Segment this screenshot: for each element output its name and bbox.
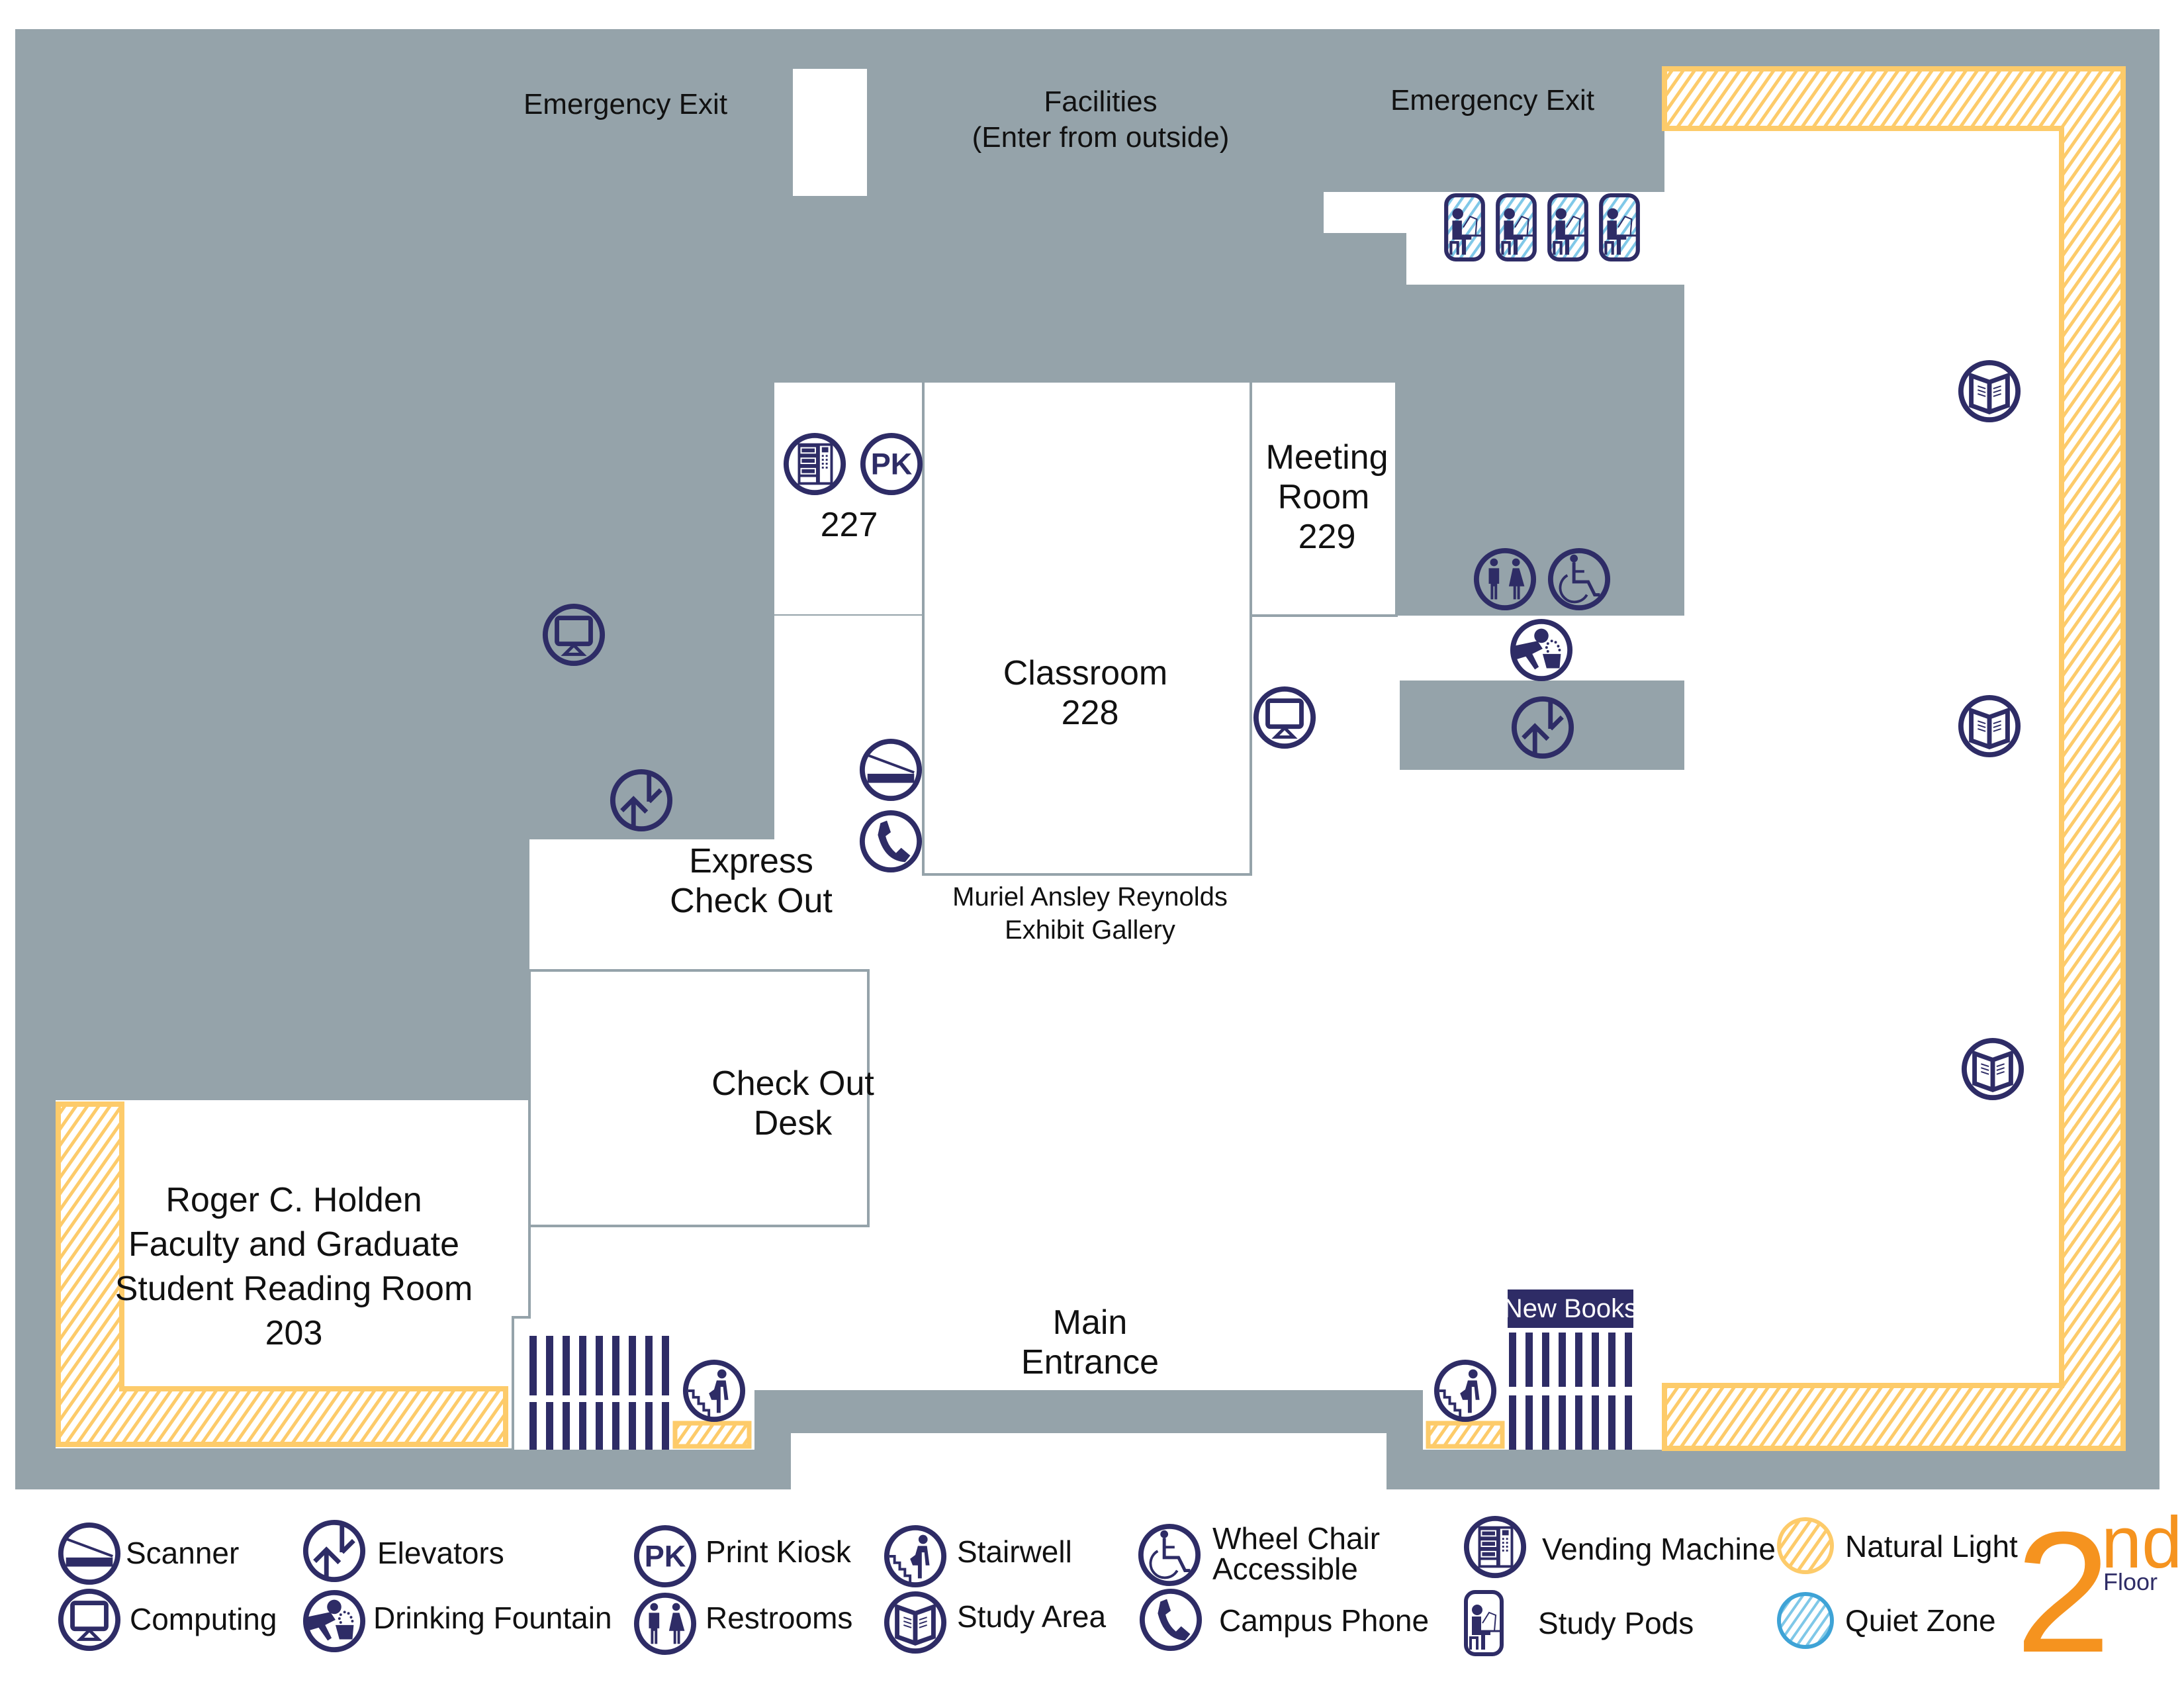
label-facilities: Facilities bbox=[1044, 85, 1157, 118]
legend-natural-light-swatch bbox=[1777, 1517, 1834, 1574]
legend-stairwell-label: Stairwell bbox=[957, 1534, 1072, 1569]
label-emergency-exit-left: Emergency Exit bbox=[523, 88, 727, 120]
legend-natural-light-label: Natural Light bbox=[1845, 1529, 2018, 1564]
label-reading-2: Faculty and Graduate bbox=[128, 1225, 459, 1264]
label-gallery: Muriel Ansley Reynolds bbox=[952, 882, 1228, 912]
legend-campus-phone-icon bbox=[1142, 1591, 1199, 1648]
label-room-228: 228 bbox=[1062, 694, 1119, 732]
label-express-checkout: Check Out bbox=[670, 882, 833, 920]
book-stacks-new-books bbox=[1509, 1333, 1632, 1450]
legend-wheelchair-label-2: Accessible bbox=[1212, 1552, 1358, 1586]
classroom-228[interactable] bbox=[922, 380, 1252, 876]
legend-computing-label: Computing bbox=[130, 1602, 277, 1636]
label-checkout-desk: Desk bbox=[754, 1104, 833, 1143]
natural-light-right bbox=[1662, 66, 2126, 1451]
label-new-books: New Books bbox=[1504, 1294, 1637, 1323]
floor-number: 2 bbox=[2015, 1497, 2111, 1688]
label-emergency-exit-right: Emergency Exit bbox=[1390, 84, 1594, 117]
study-pod-icon[interactable] bbox=[1601, 195, 1638, 259]
label-room-229: 229 bbox=[1298, 518, 1356, 556]
room-227[interactable] bbox=[772, 380, 925, 617]
corridor-gap bbox=[793, 69, 867, 196]
legend-quiet-zone-label: Quiet Zone bbox=[1845, 1603, 1996, 1638]
wall-block-left bbox=[54, 69, 1684, 1099]
label-checkout: Check Out bbox=[711, 1064, 874, 1103]
legend-stairwell-icon bbox=[887, 1528, 944, 1585]
label-reading-1: Roger C. Holden bbox=[165, 1181, 422, 1219]
legend-print-kiosk-icon bbox=[637, 1528, 694, 1585]
label-express: Express bbox=[689, 842, 813, 880]
legend-restrooms-icon bbox=[637, 1595, 694, 1652]
label-reading-203: 203 bbox=[265, 1314, 323, 1352]
meeting-room-229[interactable] bbox=[1250, 380, 1398, 617]
floor-word: Floor bbox=[2103, 1568, 2158, 1595]
natural-light-left bbox=[56, 1102, 508, 1447]
entrance-notch bbox=[791, 1433, 1387, 1493]
legend-campus-phone-label: Campus Phone bbox=[1219, 1603, 1429, 1638]
legend-elevators-icon bbox=[306, 1523, 363, 1579]
legend-study-pods-icon bbox=[1466, 1592, 1502, 1654]
building bbox=[15, 29, 2160, 1493]
floor-suffix: nd bbox=[2101, 1502, 2182, 1583]
study-pod-icon[interactable] bbox=[1549, 195, 1586, 259]
label-classroom: Classroom bbox=[1003, 654, 1168, 692]
label-reading-3: Student Reading Room bbox=[115, 1270, 473, 1308]
legend-drinking-fountain-label: Drinking Fountain bbox=[373, 1601, 612, 1635]
reading-room-203[interactable] bbox=[53, 1098, 531, 1451]
legend-study-pods-label: Study Pods bbox=[1538, 1606, 1694, 1640]
legend-scanner-label: Scanner bbox=[126, 1536, 239, 1570]
study-pod-icon[interactable] bbox=[1498, 195, 1535, 259]
label-room-227: 227 bbox=[821, 506, 878, 544]
study-pod-icon[interactable] bbox=[1446, 195, 1483, 259]
legend-wheelchair-icon bbox=[1141, 1526, 1198, 1583]
legend-wheelchair-label-1: Wheel Chair bbox=[1212, 1521, 1380, 1556]
natural-light-stair-right bbox=[1426, 1421, 1505, 1449]
legend-restrooms-label: Restrooms bbox=[705, 1601, 852, 1635]
label-gallery-2: Exhibit Gallery bbox=[1005, 915, 1175, 945]
checkout-desk-area[interactable] bbox=[528, 969, 870, 1227]
entrance-wall bbox=[754, 1390, 1423, 1430]
label-meeting: Meeting bbox=[1266, 438, 1388, 477]
express-area bbox=[773, 616, 923, 839]
legend-vending-machine-label: Vending Machine bbox=[1542, 1532, 1776, 1566]
legend-elevators-label: Elevators bbox=[377, 1536, 504, 1570]
legend: Scanner Computing Elevators Drinking Fou… bbox=[61, 1497, 2182, 1688]
natural-light-stair-left bbox=[672, 1421, 752, 1449]
legend-drinking-fountain-icon bbox=[306, 1593, 363, 1650]
label-main: Main bbox=[1053, 1303, 1128, 1342]
legend-print-kiosk-label: Print Kiosk bbox=[705, 1534, 852, 1569]
legend-study-area-label: Study Area bbox=[957, 1599, 1106, 1634]
new-books-sign bbox=[1508, 1289, 1633, 1328]
legend-scanner-icon bbox=[61, 1525, 118, 1582]
legend-study-area-icon bbox=[887, 1594, 944, 1651]
label-entrance: Entrance bbox=[1021, 1343, 1159, 1382]
legend-computing-icon bbox=[61, 1591, 118, 1648]
book-stacks-left bbox=[529, 1336, 669, 1450]
label-facilities-note: (Enter from outside) bbox=[972, 121, 1230, 154]
room-labels: Emergency Exit Facilities (Enter from ou… bbox=[115, 84, 1637, 1382]
label-room: Room bbox=[1278, 478, 1370, 516]
legend-quiet-zone-swatch bbox=[1777, 1592, 1834, 1649]
legend-vending-machine-icon bbox=[1467, 1519, 1524, 1575]
